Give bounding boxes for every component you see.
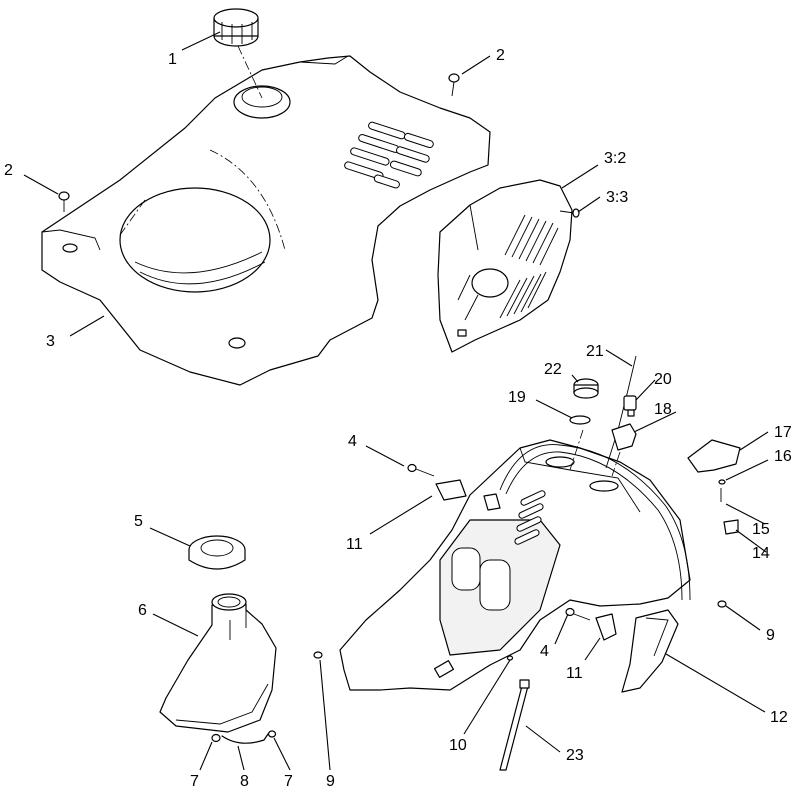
callout-6: 6 [138, 602, 147, 619]
callout-17: 17 [774, 424, 792, 441]
side-grille-panel [437, 179, 573, 353]
callout-2: 2 [496, 47, 505, 64]
callout-15: 15 [752, 521, 770, 538]
callout-2: 2 [4, 162, 13, 179]
bracket-11-lower [595, 613, 617, 641]
screw-item-4-upper [407, 463, 435, 477]
callout-7: 7 [190, 773, 199, 790]
callout-labels: 1 2 2 3:2 3:3 3 21 22 20 19 18 17 16 4 1… [4, 47, 792, 790]
callout-11: 11 [346, 536, 363, 553]
key-item-20 [623, 395, 637, 417]
callout-9: 9 [766, 627, 775, 644]
cable-tie [499, 679, 530, 771]
screw-item-9-right [717, 600, 727, 608]
grille-hole [471, 268, 509, 298]
callout-1: 1 [168, 51, 177, 68]
pin-item-10 [506, 655, 514, 661]
bracket-tab [433, 660, 455, 678]
washer-item-16 [718, 479, 726, 485]
vent-slots [344, 121, 434, 189]
callout-11: 11 [566, 665, 583, 682]
washer-item-19 [569, 415, 591, 425]
callout-21: 21 [586, 343, 604, 360]
ignition-switch [611, 423, 637, 451]
recess-pad-2 [479, 559, 511, 611]
upper-shroud [41, 55, 491, 386]
fuel-neck-collar [233, 85, 291, 119]
callout-22: 22 [544, 361, 562, 378]
callout-12: 12 [770, 709, 788, 726]
screw-item-2-left [58, 191, 70, 212]
grommet [188, 535, 246, 570]
recess-pad-1 [451, 547, 481, 591]
bracket-11-upper [435, 479, 501, 511]
fuel-cap [213, 8, 259, 47]
lower-housing [339, 439, 691, 691]
screw-item-2-right [448, 73, 460, 97]
choke-knob [573, 378, 599, 399]
callout-18: 18 [654, 401, 672, 418]
callout-4: 4 [348, 433, 357, 450]
mount-oval-2 [589, 480, 619, 492]
callout-16: 16 [774, 448, 792, 465]
callout-8: 8 [240, 773, 249, 790]
air-intake-ring [119, 187, 271, 293]
callout-20: 20 [654, 371, 672, 388]
fuel-line-8 [221, 733, 269, 744]
grille-slots [457, 214, 559, 321]
screw-item-4-lower [565, 607, 591, 621]
clamp-7-right [267, 730, 277, 738]
callout-5: 5 [134, 513, 143, 530]
decal [457, 329, 467, 337]
fuel-tank [159, 593, 277, 733]
callout-3-3: 3:3 [606, 189, 628, 206]
screw-item-3-3 [559, 208, 580, 218]
clamp-7-left [211, 733, 221, 743]
clip-item-14 [723, 519, 739, 535]
callout-7: 7 [284, 773, 293, 790]
housing-slots [514, 490, 546, 545]
side-skirt [621, 609, 679, 693]
screw-item-9-left [313, 651, 323, 659]
callout-3-2: 3:2 [604, 150, 626, 167]
callout-19: 19 [508, 389, 526, 406]
callout-14: 14 [752, 545, 770, 562]
callout-9: 9 [326, 773, 335, 790]
callout-3: 3 [46, 333, 55, 350]
tank-neck [211, 593, 247, 611]
leader-lines [23, 31, 769, 771]
throttle-lever [687, 439, 741, 473]
mount-oval [545, 456, 575, 468]
callout-23: 23 [566, 747, 584, 764]
mount-hole [62, 243, 78, 253]
callout-10: 10 [449, 737, 467, 754]
callout-4: 4 [540, 643, 549, 660]
vent-hole [228, 337, 246, 349]
cable [605, 355, 637, 469]
